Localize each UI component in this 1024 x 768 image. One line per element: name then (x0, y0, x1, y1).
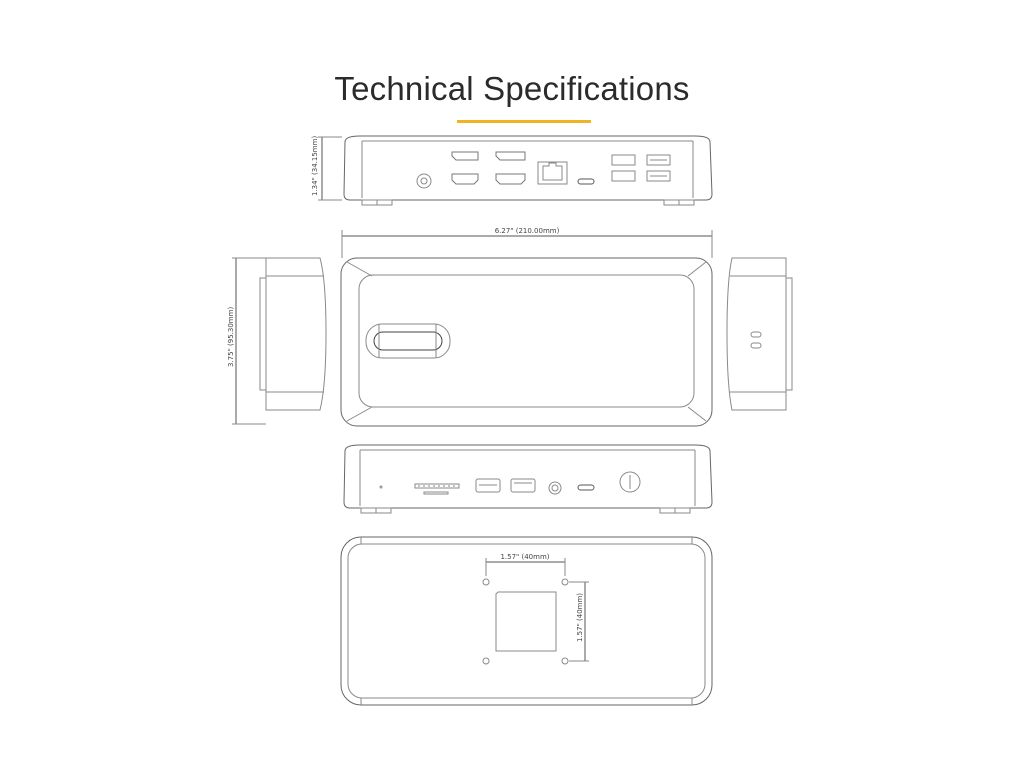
led-indicator-icon (379, 485, 383, 489)
height-dimension-label: 1.34" (34.15mm) (311, 136, 319, 196)
label-area (495, 591, 557, 652)
right-side-view (726, 257, 793, 411)
usb-c-port-icon (577, 484, 595, 491)
audio-jack-icon (548, 481, 562, 495)
ethernet-port-icon (537, 161, 568, 185)
displayport-icon (451, 151, 526, 161)
hdmi-port-icon (451, 173, 526, 185)
height-dimension: 1.34" (34.15mm) (311, 136, 342, 201)
width-dimension: 6.27" (210.00mm) (341, 227, 713, 258)
vesa-mount-hole-icon (482, 578, 569, 665)
front-view (343, 444, 713, 514)
rear-view: 1.34" (34.15mm) (311, 135, 713, 206)
power-button-icon (619, 471, 641, 493)
security-slot-icon (750, 331, 762, 349)
mount-vertical-label: 1.57" (40mm) (576, 593, 584, 642)
finger-grip-slot-icon (365, 323, 451, 359)
width-dimension-label: 6.27" (210.00mm) (495, 227, 560, 235)
depth-dimension-label: 3.75" (95.30mm) (227, 307, 235, 367)
title-accent-underline (457, 120, 591, 123)
bottom-view: 1.57" (40mm) 1.57" (40mm) (340, 536, 713, 706)
dc-power-port-icon (416, 173, 432, 189)
usb-a-port-icon (475, 478, 536, 493)
sd-card-slot-icon (414, 483, 460, 495)
page-title: Technical Specifications (334, 70, 690, 107)
mount-horizontal-label: 1.57" (40mm) (500, 553, 549, 561)
usb-c-port-icon (577, 178, 595, 185)
usb-a-port-icon (611, 154, 671, 182)
left-side-view: 3.75" (95.30mm) (227, 257, 327, 425)
top-view (340, 257, 713, 427)
